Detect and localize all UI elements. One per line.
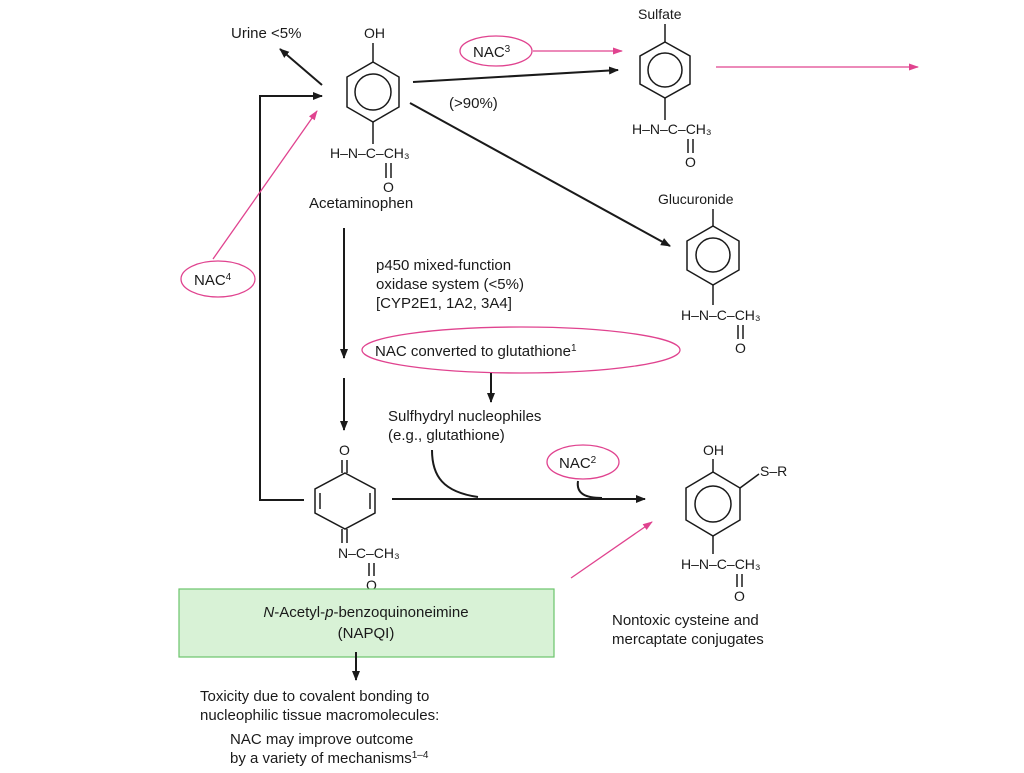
toxicity-line3: NAC may improve outcome <box>230 731 413 748</box>
sulfhydryl-label-line2: (e.g., glutathione) <box>388 427 505 444</box>
conjugate-sr-label: S–R <box>760 463 787 479</box>
nac2-text: NAC <box>559 455 591 472</box>
napqi-molecule: O N–C–CH₃ O <box>314 442 400 593</box>
aromatic-circle <box>354 73 392 111</box>
sulfate-amide-chain: H–N–C–CH₃ <box>632 121 712 137</box>
sulfate-molecule: Sulfate H–N–C–CH₃ O <box>632 6 712 170</box>
toxicity-line4: by a variety of mechanisms1–4 <box>230 750 429 768</box>
benzene-ring <box>686 225 740 286</box>
nac4-oval <box>180 260 256 298</box>
napqi-carbonyl-o: O <box>366 577 377 593</box>
quinone-ring <box>314 472 376 530</box>
glucuronidation-arrow <box>409 102 671 247</box>
napqi-reduction-arrow <box>259 92 323 501</box>
acetaminophen-carbonyl-o: O <box>383 179 394 195</box>
nac4-sup: 4 <box>226 272 232 283</box>
sulfation-arrow <box>412 66 619 83</box>
acetaminophen-amide-chain: H–N–C–CH₃ <box>330 145 410 161</box>
nac2-sup: 2 <box>591 455 597 466</box>
napqi-imine-chain: N–C–CH₃ <box>338 545 400 561</box>
toxicity-line2: nucleophilic tissue macromolecules: <box>200 707 439 724</box>
sulfate-label: Sulfate <box>638 6 682 22</box>
nac2-oval <box>546 444 620 480</box>
acetaminophen-oh-label: OH <box>364 25 385 41</box>
nac1-sup: 1 <box>571 343 577 354</box>
nac4-label: NAC4 <box>194 272 232 290</box>
nac4-text: NAC <box>194 272 226 289</box>
nac1-oval <box>361 326 681 374</box>
bond <box>739 473 760 489</box>
conjugate-molecule: OH S–R H–N–C–CH₃ O Nontoxic cysteine and… <box>612 442 787 648</box>
conjugate-carbonyl-o: O <box>734 588 745 604</box>
toxicity-line1: Toxicity due to covalent bonding to <box>200 688 429 705</box>
aromatic-circle <box>695 237 731 273</box>
nac2-label: NAC2 <box>559 455 597 473</box>
conjugate-name-line1: Nontoxic cysteine and <box>612 612 759 629</box>
glucuronide-amide-chain: H–N–C–CH₃ <box>681 307 761 323</box>
nac3-text: NAC <box>473 44 505 61</box>
napqi-carbonyl-top: O <box>339 442 350 458</box>
glucuronide-carbonyl-o: O <box>735 340 746 356</box>
p450-label-line3: [CYP2E1, 1A2, 3A4] <box>376 295 512 312</box>
napqi-name: N-Acetyl-p-benzoquinoneimine <box>263 604 468 621</box>
aromatic-circle <box>647 52 683 88</box>
urine-label: Urine <5% <box>231 25 301 42</box>
conjugate-name-line2: mercaptate conjugates <box>612 631 764 648</box>
aromatic-circle <box>694 485 732 523</box>
toxicity-line4-text: by a variety of mechanisms <box>230 750 412 767</box>
nac4-pointer-arrow <box>212 110 318 260</box>
napqi-name-mid: -Acetyl- <box>274 604 325 621</box>
sulfhydryl-merge-arrow <box>431 449 479 498</box>
nac1-text: NAC converted to glutathione <box>375 343 571 360</box>
sulfhydryl-label-line1: Sulfhydryl nucleophiles <box>388 408 541 425</box>
nac3-label: NAC3 <box>473 44 511 62</box>
p450-label-line2: oxidase system (<5%) <box>376 276 524 293</box>
conjugate-amide-chain: H–N–C–CH₃ <box>681 556 761 572</box>
nac3-sup: 3 <box>505 44 511 55</box>
acetaminophen-name: Acetaminophen <box>309 195 413 212</box>
conjugate-oh-label: OH <box>703 442 724 458</box>
percent-90-label: (>90%) <box>449 95 498 112</box>
toxicity-line4-sup: 1–4 <box>412 750 429 761</box>
urine-arrow <box>279 48 323 86</box>
napqi-abbrev: (NAPQI) <box>338 625 395 642</box>
glucuronide-label: Glucuronide <box>658 191 734 207</box>
benzene-ring <box>685 471 741 537</box>
nac3-oval <box>459 35 533 67</box>
p450-label-line1: p450 mixed-function <box>376 257 511 274</box>
napqi-name-n: N <box>263 604 274 621</box>
napqi-name-p: p <box>324 604 333 621</box>
napqi-highlight-box <box>178 588 555 658</box>
conjugate-pink-arrow <box>570 521 653 579</box>
nac1-label: NAC converted to glutathione1 <box>375 343 577 361</box>
acetaminophen-molecule: OH H–N–C–CH₃ O Acetaminophen <box>309 25 413 212</box>
nac2-merge-arrow <box>576 480 603 499</box>
sulfate-carbonyl-o: O <box>685 154 696 170</box>
napqi-name-suffix: -benzoquinoneimine <box>333 604 468 621</box>
glucuronide-molecule: Glucuronide H–N–C–CH₃ O <box>658 191 761 356</box>
